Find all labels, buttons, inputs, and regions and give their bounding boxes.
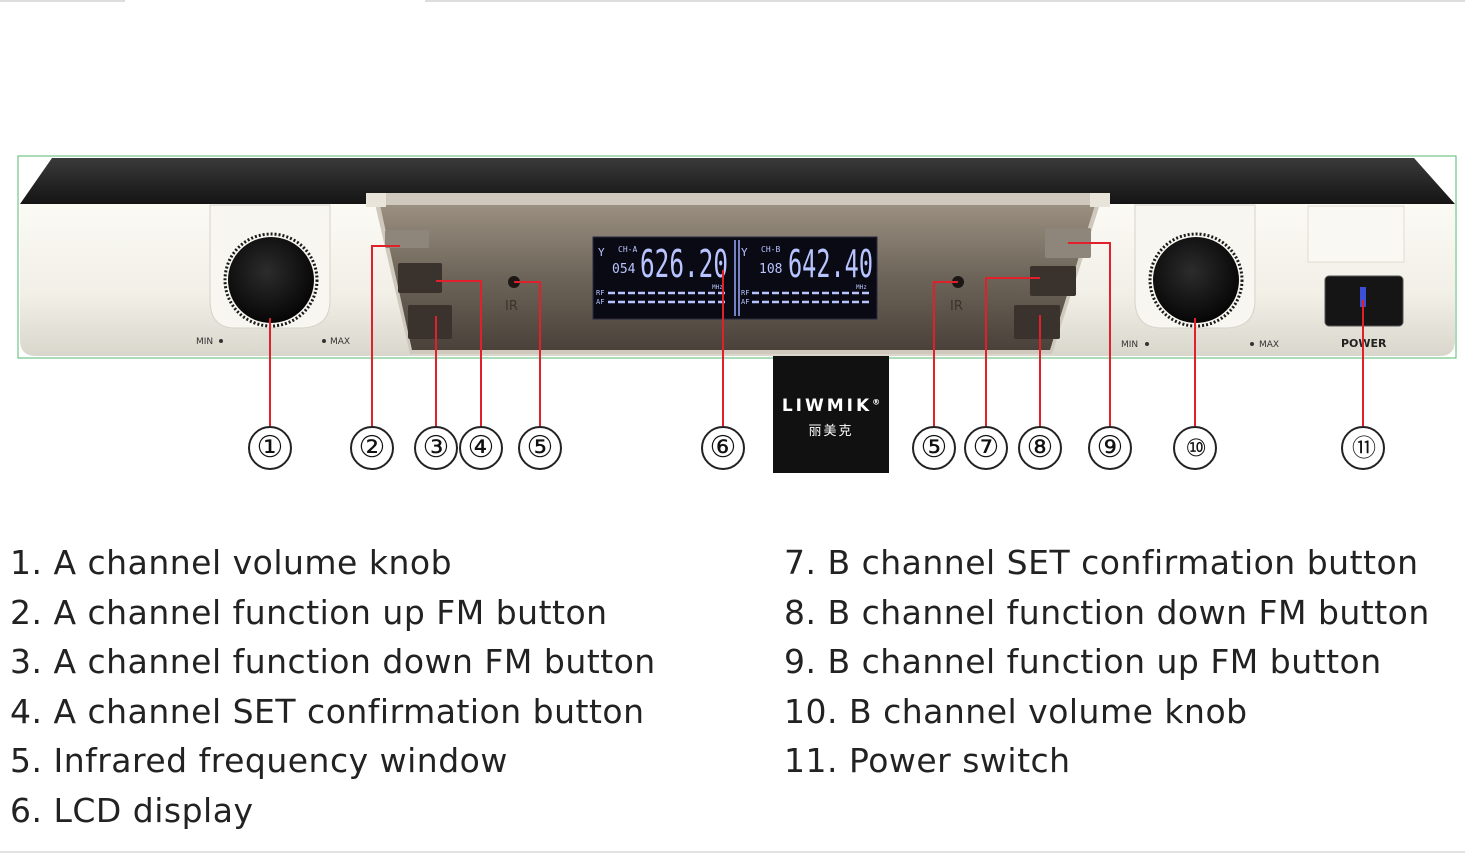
logo-brand-text: LIWMIK® — [773, 396, 889, 416]
legend-right: 7. B channel SET confirmation button 8. … — [784, 538, 1430, 786]
a-set-button[interactable] — [398, 263, 442, 293]
callout-10: ⑩ — [1173, 426, 1217, 470]
a-up-button[interactable] — [385, 230, 429, 248]
max-dot-left — [322, 339, 326, 343]
legend-item-5: 5. Infrared frequency window — [10, 741, 508, 780]
max-dot-right — [1250, 342, 1254, 346]
label-ir-right: IR — [950, 299, 963, 314]
label-max-left: MAX — [330, 337, 350, 347]
leader-5a — [514, 281, 541, 428]
callout-5a: ⑤ — [518, 426, 562, 470]
leader-7 — [985, 277, 1040, 428]
legend-item-8: 8. B channel function down FM button — [784, 592, 1430, 632]
a-down-button[interactable] — [408, 305, 452, 339]
label-max-right: MAX — [1259, 340, 1279, 350]
legend-item-4: 4. A channel SET confirmation button — [10, 691, 645, 731]
leader-9 — [1068, 242, 1111, 428]
volume-knob-a[interactable] — [228, 237, 314, 323]
legend-item-7: 7. B channel SET confirmation button — [784, 543, 1419, 582]
glass-clip-left — [366, 193, 386, 207]
chassis-outline — [17, 155, 1457, 359]
legend-item-6: 6. LCD display — [10, 790, 254, 830]
glass-clip-right — [1090, 193, 1110, 207]
power-recess — [1307, 205, 1405, 263]
b-down-button[interactable] — [1014, 305, 1060, 339]
callout-3: ③ — [414, 426, 458, 470]
lcd-rf-label-b: RF — [741, 289, 749, 297]
power-indicator — [1360, 287, 1366, 307]
lcd-ch-b-frequency: 642.40 — [788, 242, 873, 286]
label-ir-left: IR — [505, 299, 518, 314]
label-power: POWER — [1341, 337, 1387, 350]
logo-chinese-text: 丽美克 — [808, 424, 854, 439]
callout-9: ⑨ — [1088, 426, 1132, 470]
lcd-ch-a-frequency: 626.20 — [640, 242, 728, 286]
top-border-right — [425, 0, 1465, 2]
callout-6: ⑥ — [701, 426, 745, 470]
lcd-unit-a: MHz — [712, 284, 723, 291]
label-min-left: MIN — [196, 337, 213, 347]
lcd-ch-b-label: CH-B — [761, 245, 780, 254]
lcd-ch-b-code: 108 — [759, 262, 782, 277]
bottom-border — [0, 851, 1465, 853]
lcd-af-label-a: AF — [596, 298, 604, 306]
lcd-signal-icon-b: Y — [741, 246, 748, 259]
logo-brand-name: LIWMIK — [781, 396, 873, 416]
legend-item-1: 1. A channel volume knob — [10, 543, 453, 582]
callout-2: ② — [350, 426, 394, 470]
legend-item-9: 9. B channel function up FM button — [784, 642, 1382, 681]
callout-11: ⑪ — [1341, 426, 1385, 470]
legend-item-2: 2. A channel function up FM button — [10, 592, 608, 632]
receiver-diagram: MIN MAX IR Y CH-A 054 626.20 Y CH-B 108 … — [17, 155, 1457, 428]
callout-8: ⑧ — [1018, 426, 1062, 470]
volume-knob-b[interactable] — [1153, 237, 1239, 323]
legend-item-3: 3. A channel function down FM button — [10, 642, 656, 681]
min-dot-right — [1145, 342, 1149, 346]
lcd-af-label-b: AF — [741, 298, 749, 306]
lcd-signal-icon-a: Y — [598, 246, 605, 259]
min-dot-left — [219, 339, 223, 343]
legend-item-10: 10. B channel volume knob — [784, 691, 1248, 731]
lcd-ch-a-code: 054 — [612, 262, 636, 277]
leader-4 — [436, 280, 482, 428]
legend-left: 1. A channel volume knob 2. A channel fu… — [10, 538, 656, 835]
lcd-unit-b: MHz — [856, 284, 867, 291]
label-min-right: MIN — [1121, 340, 1138, 350]
callout-5b: ⑤ — [912, 426, 956, 470]
callout-1: ① — [248, 426, 292, 470]
chassis-top — [20, 158, 1455, 204]
b-set-button[interactable] — [1030, 266, 1076, 296]
callout-7: ⑦ — [964, 426, 1008, 470]
lcd-rf-label-a: RF — [596, 289, 604, 297]
leader-2 — [371, 245, 400, 428]
lcd-ch-a-label: CH-A — [618, 245, 637, 254]
legend-item-11: 11. Power switch — [784, 741, 1071, 780]
brand-logo: LIWMIK® 丽美克 — [773, 356, 889, 473]
top-border-left — [0, 0, 125, 2]
callout-4: ④ — [459, 426, 503, 470]
logo-registered-mark: ® — [872, 397, 881, 407]
leader-5b — [933, 281, 958, 428]
